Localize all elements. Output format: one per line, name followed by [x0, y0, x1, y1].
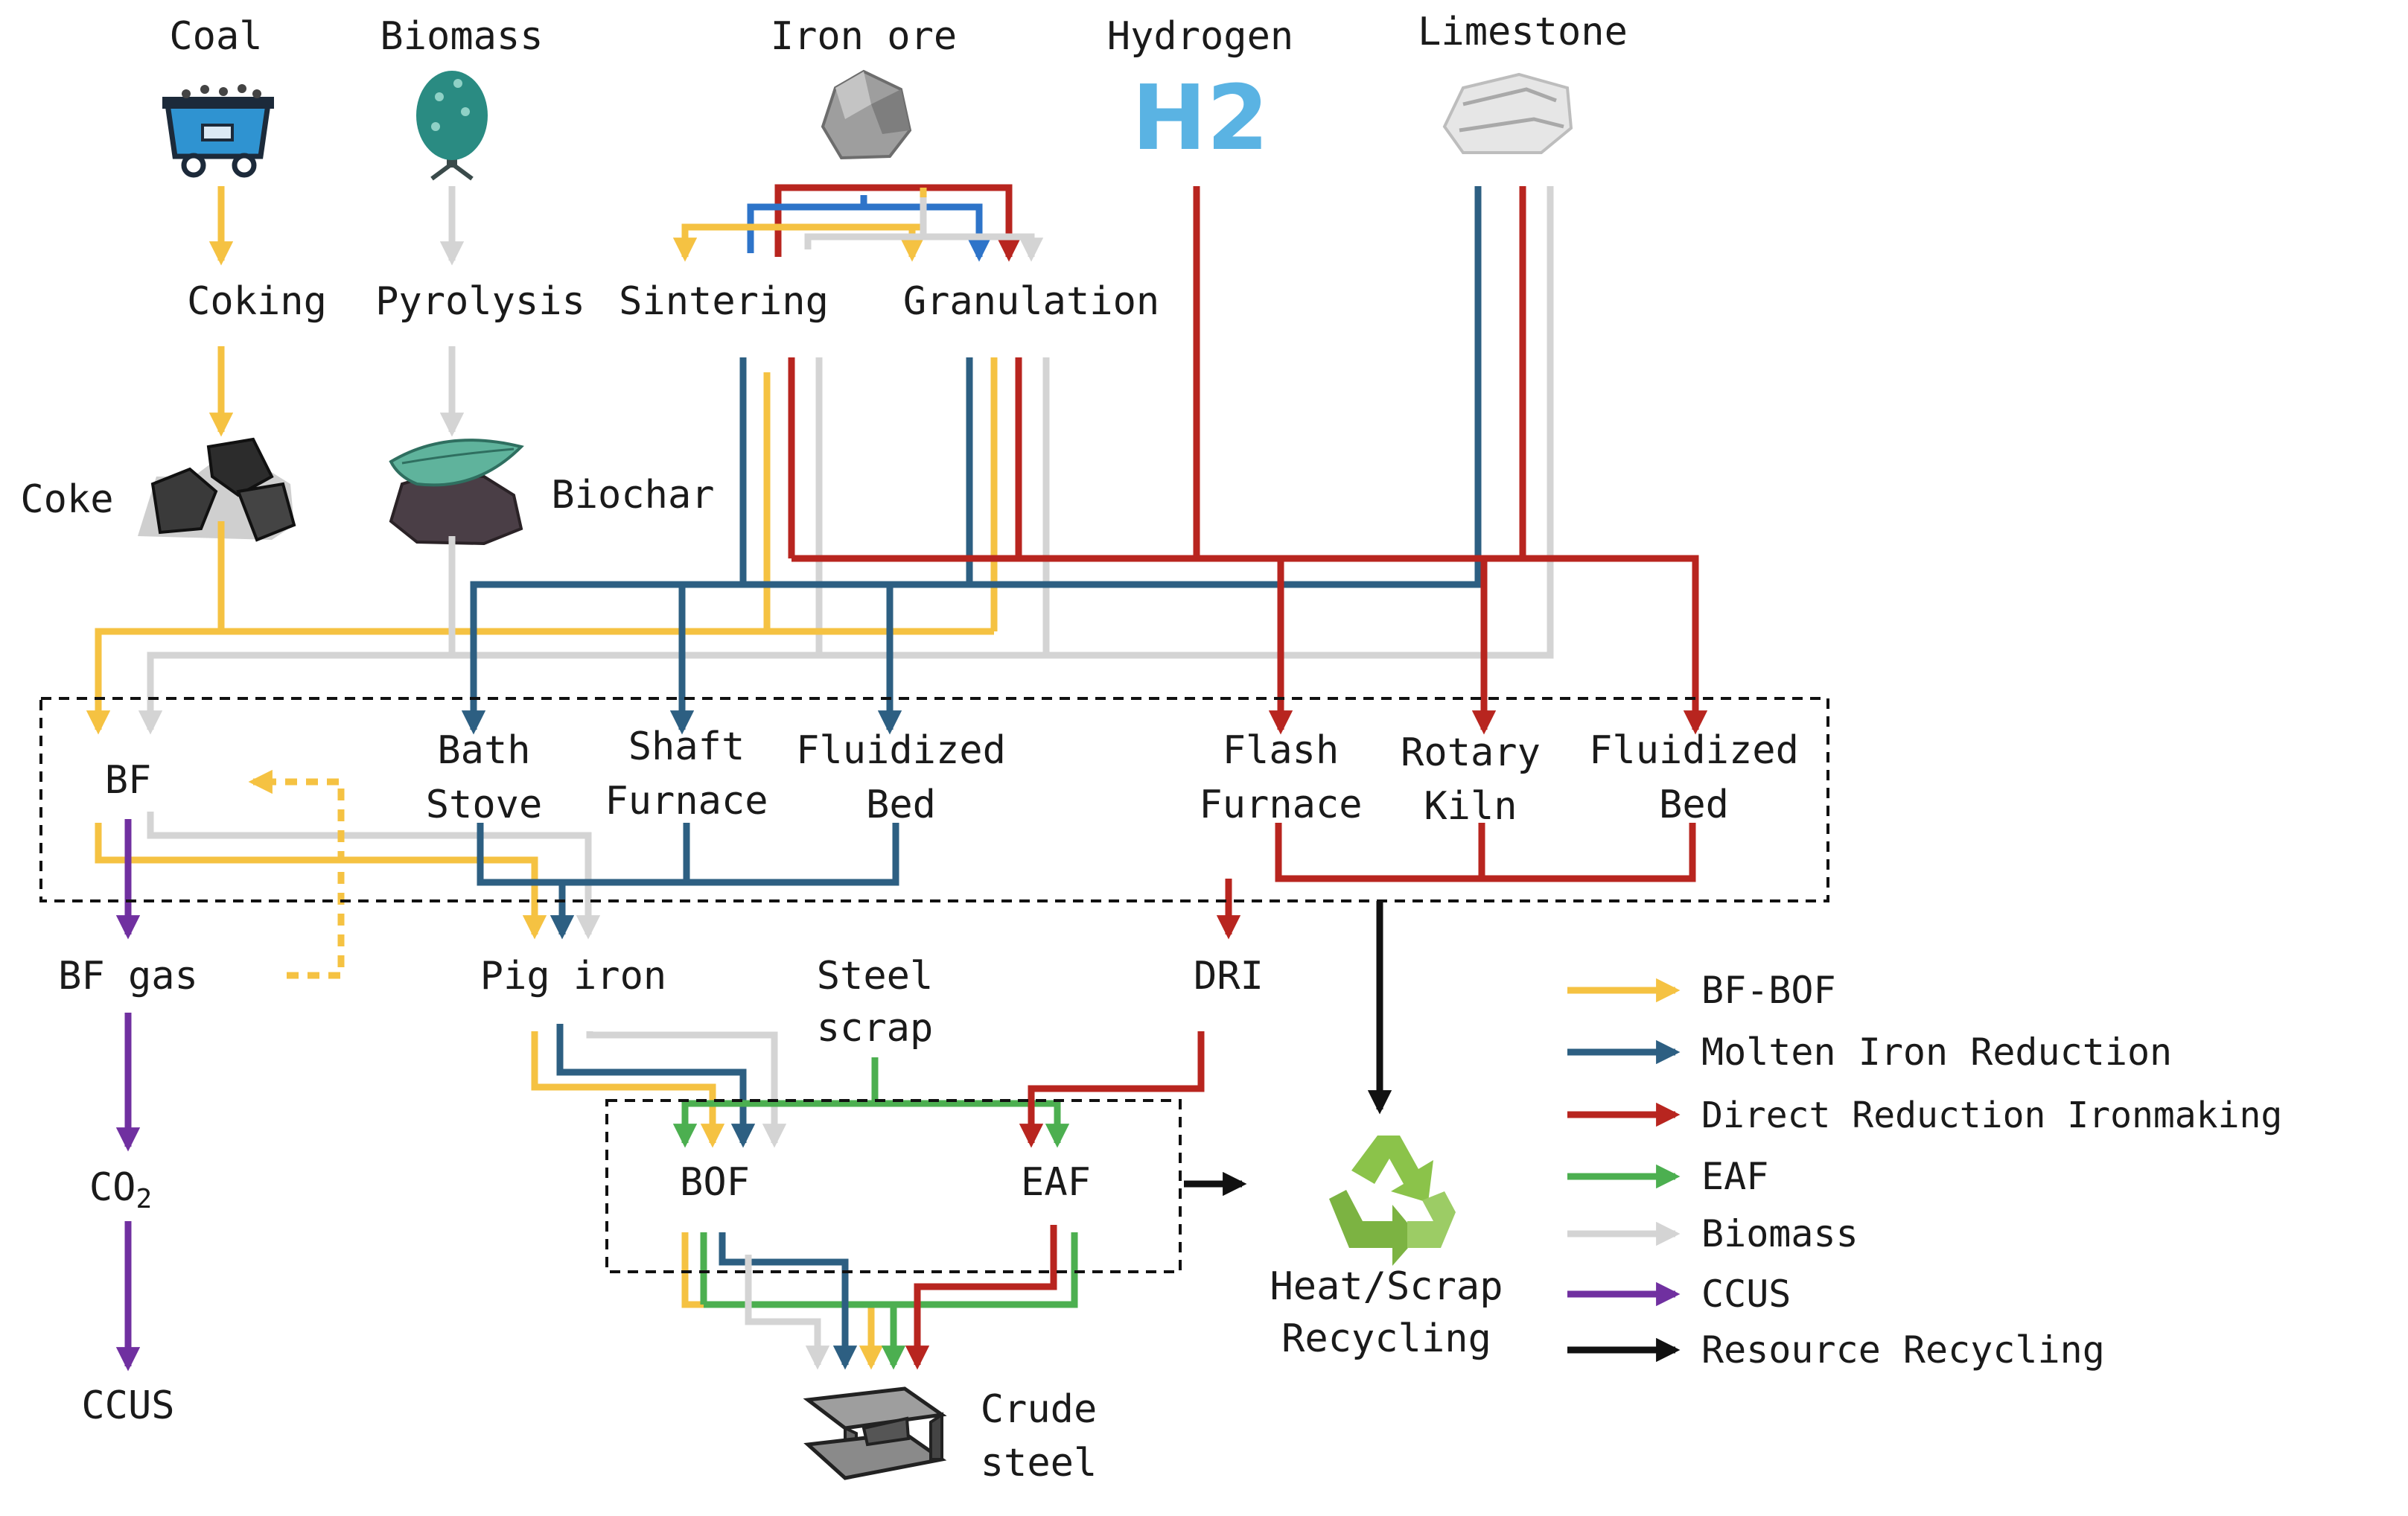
biochar-label: Biochar: [551, 473, 714, 517]
ironmaking-furnace-group: [39, 697, 1829, 902]
legend-label: BF-BOF: [1701, 969, 1836, 1012]
fluidized-bed-label-1: Fluidized: [796, 728, 1006, 773]
legend-item-resource-recycling: Resource Recycling: [1567, 1328, 2105, 1372]
sintering-label: Sintering: [619, 279, 829, 324]
legend-item-ccus: CCUS: [1567, 1273, 1791, 1316]
dri-label: DRI: [1194, 954, 1264, 999]
legend-item-biomass: Biomass: [1567, 1212, 1858, 1255]
bath-stove-label-1: Bath: [437, 728, 530, 773]
co2-label: CO2: [89, 1165, 152, 1214]
recycling-label-1: Heat/Scrap: [1270, 1264, 1503, 1309]
legend-label: CCUS: [1701, 1273, 1791, 1316]
biochar-icon: [389, 439, 524, 546]
ccus-label: CCUS: [81, 1383, 174, 1428]
coking-label: Coking: [187, 279, 327, 324]
legend-item-molten-iron-reduction: Molten Iron Reduction: [1567, 1031, 2172, 1074]
steel-beam-icon: [803, 1386, 947, 1480]
shaft-furnace-label-2: Furnace: [605, 779, 768, 824]
legend: BF-BOF Molten Iron Reduction Direct Redu…: [1567, 969, 2282, 1372]
coal-cart-icon: [162, 84, 274, 178]
fluidized-bed-label-2: Bed: [866, 783, 936, 827]
legend-label: Molten Iron Reduction: [1701, 1031, 2172, 1074]
granulation-label: Granulation: [903, 279, 1159, 324]
recycle-icon: [1329, 1136, 1456, 1266]
limestone-icon: [1442, 72, 1573, 154]
hydrogen-label: Hydrogen: [1107, 14, 1293, 59]
fluidized-bed-dr-label-2: Bed: [1659, 783, 1729, 827]
bof-label: BOF: [680, 1160, 750, 1205]
steel-scrap-label-1: Steel: [817, 954, 934, 999]
tree-icon: [416, 71, 488, 181]
steelmaking-furnace-group: [605, 1099, 1182, 1273]
bath-stove-label-2: Stove: [426, 783, 543, 827]
bf-label: BF: [105, 758, 152, 803]
coke-label: Coke: [20, 477, 113, 522]
coke-icon: [138, 437, 296, 542]
shaft-furnace-label-1: Shaft: [628, 724, 745, 769]
legend-item-direct-reduction: Direct Reduction Ironmaking: [1567, 1095, 2282, 1136]
iron-ore-label: Iron ore: [771, 14, 957, 59]
flash-furnace-label-1: Flash: [1223, 728, 1340, 773]
iron-ore-icon: [821, 69, 912, 160]
legend-item-bf-bof: BF-BOF: [1567, 969, 1836, 1012]
legend-item-eaf: EAF: [1567, 1155, 1768, 1198]
bf-gas-label: BF gas: [58, 954, 198, 999]
crude-steel-label-2: steel: [981, 1441, 1098, 1485]
fluidized-bed-dr-label-1: Fluidized: [1589, 728, 1799, 773]
co2-subscript: 2: [136, 1184, 152, 1214]
eaf-label: EAF: [1021, 1160, 1091, 1205]
legend-label: EAF: [1701, 1155, 1768, 1198]
flow-lines: [86, 184, 1708, 1366]
legend-label: Direct Reduction Ironmaking: [1701, 1095, 2282, 1136]
limestone-label: Limestone: [1418, 10, 1628, 54]
steel-scrap-label-2: scrap: [817, 1006, 934, 1051]
rotary-kiln-label-1: Rotary: [1401, 730, 1541, 775]
legend-label: Biomass: [1701, 1212, 1858, 1255]
crude-steel-label-1: Crude: [981, 1387, 1098, 1432]
coal-label: Coal: [169, 14, 262, 59]
flash-furnace-label-2: Furnace: [1199, 783, 1362, 827]
pig-iron-label: Pig iron: [480, 954, 666, 999]
biomass-label: Biomass: [380, 14, 543, 59]
legend-label: Resource Recycling: [1701, 1328, 2105, 1372]
hydrogen-icon: H2: [1132, 67, 1269, 171]
rotary-kiln-label-2: Kiln: [1424, 784, 1517, 829]
recycling-label-2: Recycling: [1281, 1316, 1491, 1361]
pyrolysis-label: Pyrolysis: [375, 279, 585, 324]
